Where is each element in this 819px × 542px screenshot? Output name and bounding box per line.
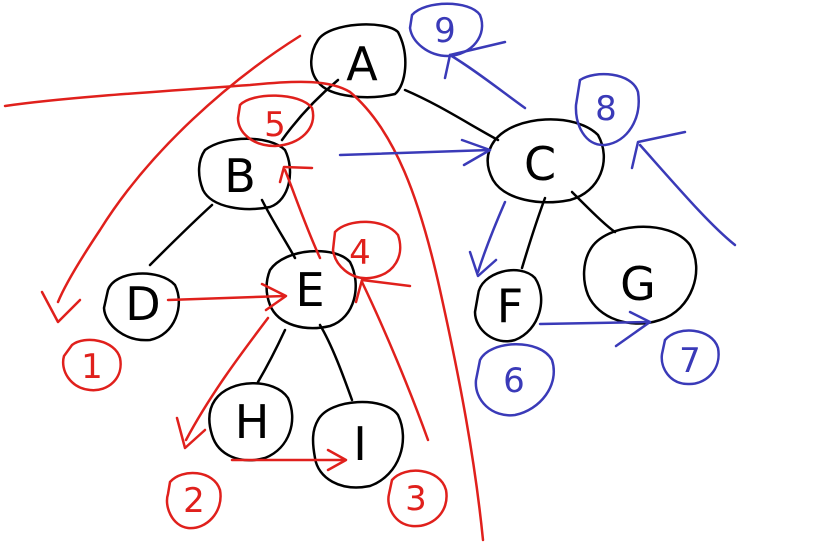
node-a-label: A <box>346 37 378 91</box>
blue-arrowhead-c <box>460 138 492 167</box>
edge-a-b <box>280 78 340 142</box>
red-arrow-i-to-e <box>360 280 430 442</box>
edge-b-e <box>260 198 297 260</box>
node-h-label: H <box>235 395 270 449</box>
node-c-label: C <box>524 137 556 191</box>
red-divider-stroke <box>3 80 485 542</box>
red-arrowhead-e-right <box>354 278 412 304</box>
node-f-circle <box>473 269 543 343</box>
edge-e-h <box>256 328 287 384</box>
node-d-circle <box>102 272 181 342</box>
blue-arrowhead-f <box>468 250 498 278</box>
node-g-circle <box>582 225 698 325</box>
node-a-circle <box>310 23 407 99</box>
order-label-b: 5 <box>264 105 286 145</box>
node-g-label: G <box>620 257 656 311</box>
edge-b-d <box>148 203 214 267</box>
order-label-a: 9 <box>434 11 456 51</box>
edge-e-i <box>318 323 354 402</box>
blue-arrow-g-to-c <box>638 143 737 247</box>
blue-arrowhead-c-right <box>630 130 687 170</box>
red-arrowhead-i <box>326 448 348 472</box>
blue-arrow-to-f <box>476 200 507 274</box>
order-label-e: 4 <box>349 233 371 273</box>
blue-arrow-f-to-g <box>538 320 652 326</box>
blue-arrow-c-to-a <box>448 53 527 110</box>
blue-arrow-b-to-c <box>338 148 492 157</box>
node-d-label: D <box>125 277 160 331</box>
order-label-c: 8 <box>595 89 617 129</box>
edge-a-c <box>403 88 500 142</box>
order-badge-f <box>474 343 555 417</box>
order-label-i: 3 <box>405 479 427 519</box>
order-badge-c <box>574 72 640 147</box>
red-arrow-to-h <box>184 316 270 442</box>
tree-edges <box>148 78 617 402</box>
node-h-circle <box>208 382 294 462</box>
node-e-label: E <box>295 263 324 317</box>
order-label-d: 1 <box>81 347 103 387</box>
red-arrow-d-to-e <box>166 294 287 302</box>
order-badge-b <box>236 94 315 148</box>
order-label-h: 2 <box>183 481 205 521</box>
node-b-label: B <box>224 149 256 203</box>
order-label-g: 7 <box>679 341 701 381</box>
red-arrowhead-b <box>278 165 314 184</box>
edge-c-g <box>570 190 617 234</box>
red-arrowhead-e-left <box>260 282 288 312</box>
order-badge-g <box>660 329 720 386</box>
order-badge-i <box>387 469 448 528</box>
order-badge-h <box>165 471 222 530</box>
node-b-circle <box>197 137 292 211</box>
red-arrowhead-h <box>175 416 207 450</box>
edge-c-f <box>520 196 547 270</box>
blue-arrowhead-g <box>614 310 652 348</box>
order-badge-e <box>331 220 402 280</box>
order-label-f: 6 <box>503 361 525 401</box>
node-labels: A B C D E F G H I <box>125 37 656 471</box>
node-c-circle <box>486 118 606 204</box>
red-arrow-e-to-b <box>283 168 322 260</box>
order-badge-a <box>408 2 484 58</box>
red-arrow-to-d <box>56 34 302 304</box>
red-arrowhead-d <box>40 290 82 324</box>
node-i-circle <box>311 400 405 489</box>
node-i-label: I <box>353 417 367 471</box>
node-f-label: F <box>497 279 523 333</box>
order-badge-d <box>61 338 122 392</box>
left-traversal-path <box>3 34 485 542</box>
visit-order-badges: 1 2 3 4 5 6 7 8 9 <box>61 2 720 530</box>
